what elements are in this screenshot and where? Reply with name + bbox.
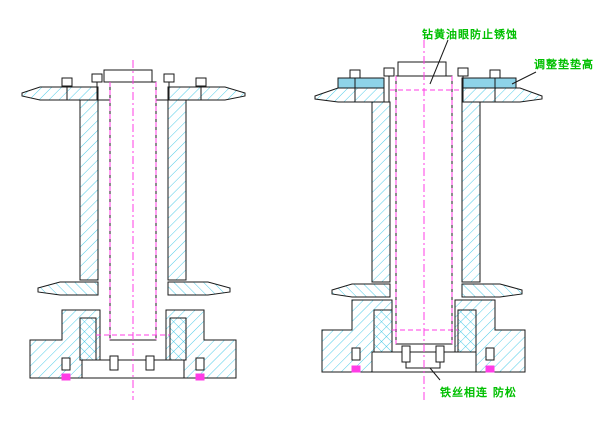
bolt-icon	[349, 67, 501, 102]
right-assembly	[314, 39, 543, 400]
annotation-wire-lock: 铁丝相连 防松	[440, 386, 517, 399]
left-tube-wall-left	[79, 99, 99, 281]
bolt-icon	[61, 355, 205, 371]
right-tube-wall-left	[371, 101, 391, 283]
right-bottom-flange-right	[461, 283, 523, 298]
left-assembly	[21, 60, 246, 400]
left-tube-wall-right	[167, 99, 187, 281]
annotation-grease-hole: 钻黄油眼防止锈蚀	[422, 28, 518, 41]
right-shaft-top-stub	[397, 61, 447, 77]
left-bottom-flange-left	[37, 281, 99, 296]
right-bearing-left	[373, 309, 393, 353]
right-top-flange-left	[314, 87, 385, 103]
right-shim-right	[461, 77, 517, 89]
leader-wire	[429, 367, 441, 381]
right-tube-wall-right	[461, 101, 481, 283]
left-bearing-right	[169, 317, 187, 361]
annotation-shim-adjust: 调整垫垫高	[534, 58, 594, 71]
right-bearing-right	[457, 309, 477, 353]
left-bearing-left	[79, 317, 97, 361]
leader-shim	[511, 71, 537, 85]
bolt-icon	[61, 73, 207, 100]
right-shim-left	[337, 77, 385, 89]
left-shaft-top-stub	[103, 69, 153, 83]
leader-grease	[429, 39, 449, 85]
left-top-flange-left	[21, 86, 99, 101]
right-bottom-flange-left	[331, 283, 391, 298]
wire-tie	[405, 362, 441, 369]
left-bottom-flange-right	[167, 281, 231, 296]
left-top-flange-right	[167, 86, 246, 101]
right-top-flange-right	[461, 87, 543, 103]
